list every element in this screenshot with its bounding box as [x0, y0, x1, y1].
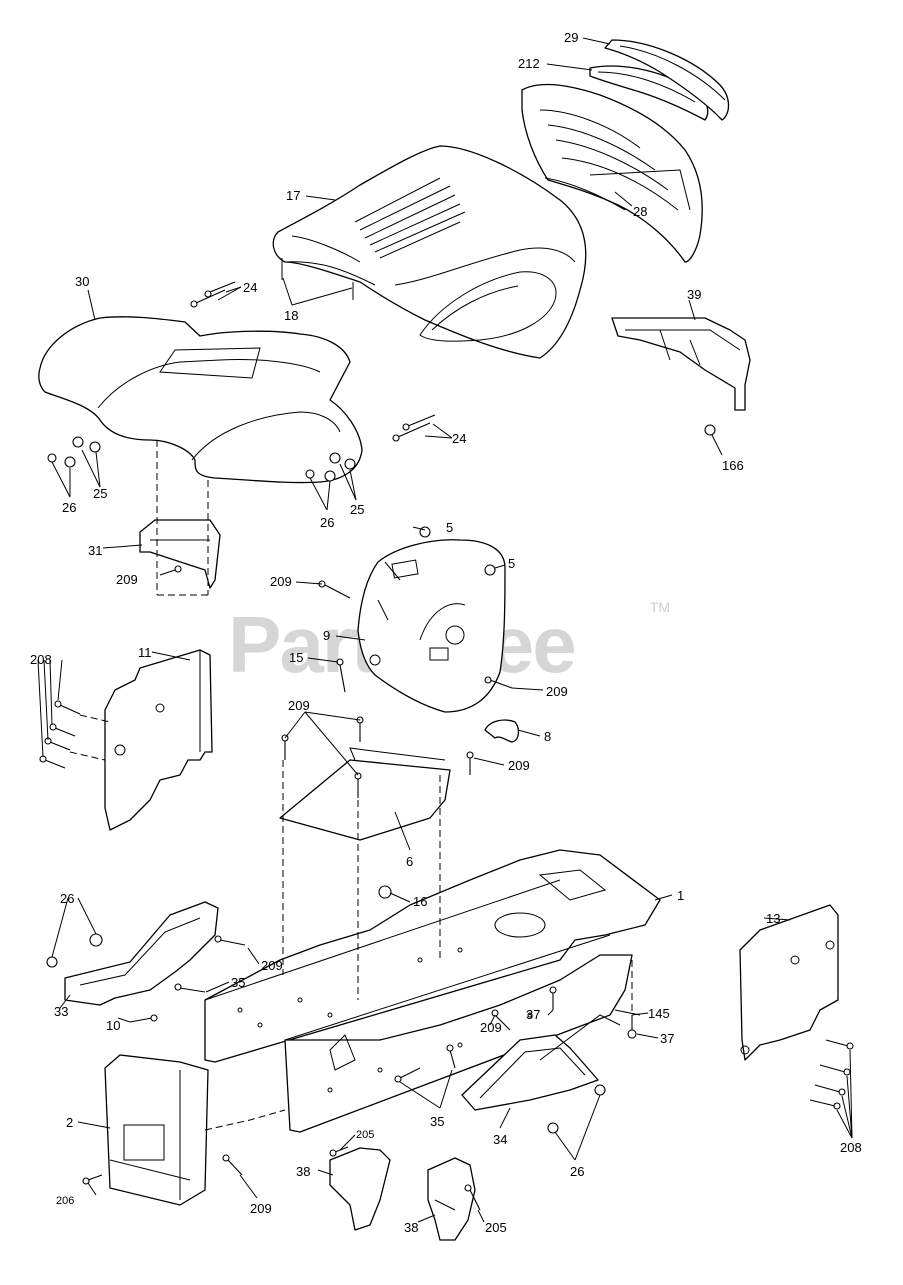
- label-209-b: 209: [270, 574, 292, 589]
- label-26-right: 26: [320, 515, 334, 530]
- hardware: [39, 281, 854, 1211]
- label-35-left: 35: [231, 975, 245, 990]
- label-30: 30: [75, 274, 89, 289]
- label-209-e: 209: [508, 758, 530, 773]
- label-209-g: 209: [480, 1020, 502, 1035]
- part-dash-panel: [357, 539, 506, 713]
- label-209-h: 209: [250, 1201, 272, 1216]
- label-208-left: 208: [30, 652, 52, 667]
- label-39: 39: [687, 287, 701, 302]
- label-25-left: 25: [93, 486, 107, 501]
- label-1: 1: [677, 888, 684, 903]
- label-35-lower: 35: [430, 1114, 444, 1129]
- part-footrest-34: [461, 1014, 621, 1111]
- label-33: 33: [54, 1004, 68, 1019]
- label-208-right: 208: [840, 1140, 862, 1155]
- part-bracket-31: [139, 519, 221, 589]
- label-209-c: 209: [546, 684, 568, 699]
- label-24-upper: 24: [243, 280, 257, 295]
- label-37-b: 37: [660, 1031, 674, 1046]
- label-5-a: 5: [446, 520, 453, 535]
- label-37-a: 37: [526, 1007, 540, 1022]
- label-38-b: 38: [404, 1220, 418, 1235]
- part-panel-2: [104, 1054, 209, 1206]
- part-side-panel-11: [104, 649, 213, 831]
- part-plate-6: [279, 747, 451, 841]
- label-31: 31: [88, 543, 102, 558]
- label-2: 2: [66, 1115, 73, 1130]
- part-grille-29: [604, 39, 730, 121]
- label-16: 16: [413, 894, 427, 909]
- part-grille-housing: [521, 83, 703, 263]
- label-38-a: 38: [296, 1164, 310, 1179]
- leader-lines: [37, 37, 853, 1223]
- label-17: 17: [286, 188, 300, 203]
- label-26-lower: 26: [570, 1164, 584, 1179]
- part-bracket-39: [611, 317, 751, 411]
- part-bracket-38b: [427, 1157, 476, 1241]
- label-209-d: 209: [288, 698, 310, 713]
- label-26-mid: 26: [60, 891, 74, 906]
- label-24-lower: 24: [452, 431, 466, 446]
- label-15: 15: [289, 650, 303, 665]
- part-bracket-38a: [329, 1147, 391, 1231]
- label-18: 18: [284, 308, 298, 323]
- label-25-right: 25: [350, 502, 364, 517]
- label-212: 212: [518, 56, 540, 71]
- label-10: 10: [106, 1018, 120, 1033]
- label-8: 8: [544, 729, 551, 744]
- part-grille-212: [589, 65, 709, 121]
- label-209-f: 209: [261, 958, 283, 973]
- label-145: 145: [648, 1006, 670, 1021]
- part-footrest-33: [64, 901, 219, 1006]
- label-166: 166: [722, 458, 744, 473]
- label-34: 34: [493, 1132, 507, 1147]
- label-6: 6: [406, 854, 413, 869]
- label-13: 13: [766, 911, 780, 926]
- part-hood: [272, 145, 587, 359]
- label-28: 28: [633, 204, 647, 219]
- part-labels: 29 212 17 28 18 30 24 39 166 24 25 26 25…: [30, 30, 862, 1235]
- part-fender: [38, 316, 363, 484]
- label-11: 11: [138, 645, 152, 660]
- part-side-panel-13: [739, 904, 839, 1061]
- label-205-b: 205: [485, 1220, 507, 1235]
- label-26-left: 26: [62, 500, 76, 515]
- part-frame: [204, 849, 661, 1133]
- label-5-b: 5: [508, 556, 515, 571]
- label-29: 29: [564, 30, 578, 45]
- label-209-a: 209: [116, 572, 138, 587]
- alignment-lines: [69, 440, 633, 1131]
- watermark-tm: TM: [650, 599, 670, 615]
- label-206: 206: [56, 1195, 74, 1207]
- part-clip-8: [484, 719, 520, 743]
- label-205-a: 205: [356, 1129, 374, 1141]
- label-9: 9: [323, 628, 330, 643]
